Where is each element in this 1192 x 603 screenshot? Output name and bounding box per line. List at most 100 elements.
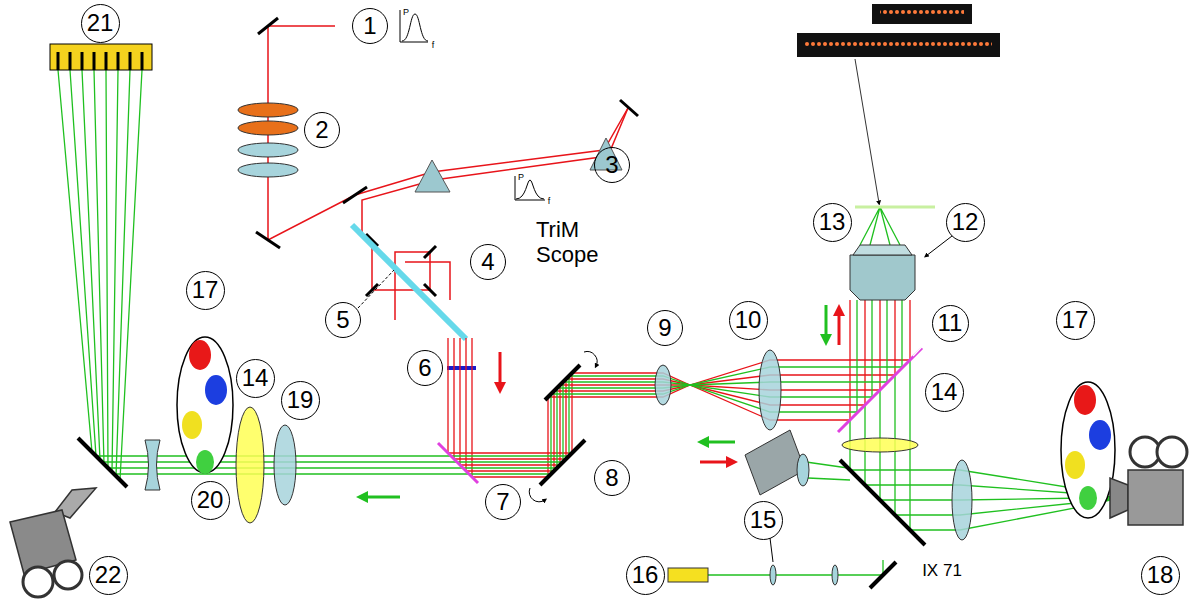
beam (114, 300, 857, 474)
leader-line (913, 336, 932, 356)
lens (238, 143, 298, 157)
mirror (424, 284, 436, 296)
axis-label: P (518, 173, 524, 182)
callout-number: 15 (744, 501, 783, 540)
filter-wheel (1061, 382, 1115, 518)
lens (759, 350, 781, 430)
callout-number: 6 (407, 350, 443, 386)
panel-box: 3 (376, 92, 647, 208)
callout-number: 1 (352, 8, 388, 44)
callout-circle: 13 (813, 203, 852, 242)
pulse-curve (516, 180, 544, 199)
rotation-arrow (529, 488, 545, 502)
mirrors (256, 18, 638, 296)
callout-number: 17 (1056, 301, 1095, 340)
axis-label: P (403, 8, 409, 17)
callout-number: 5 (325, 302, 361, 338)
filter-yellow (1065, 451, 1085, 479)
lens (952, 460, 972, 540)
filter-blue (205, 375, 227, 405)
filter (842, 438, 918, 452)
green-bundle (58, 70, 1110, 575)
callout-circle: 14 (925, 373, 964, 412)
wheel (1061, 382, 1115, 518)
pulse-curve (402, 14, 428, 41)
concave-lens (145, 440, 160, 490)
panel-title: TriM Scope (536, 217, 608, 268)
leader-line (926, 236, 952, 256)
laser-beam (268, 26, 628, 320)
callout-number: 14 (925, 373, 964, 412)
filter-wheel (177, 337, 233, 474)
detector-array (50, 44, 152, 70)
lenses-2 (238, 103, 298, 177)
panel-box: 8 (523, 347, 647, 511)
lens (274, 425, 296, 505)
callout-number: 13 (813, 203, 852, 242)
arrow (362, 496, 400, 499)
lens (655, 365, 671, 405)
mirror (366, 284, 378, 296)
lens (238, 121, 298, 135)
callout-circle: 21 (81, 4, 120, 43)
filter-green (196, 450, 214, 474)
image-dots (805, 41, 992, 49)
objective-tip (853, 245, 912, 255)
beam-splitter (352, 225, 466, 339)
callout-circle: 10 (729, 301, 768, 340)
callout-circle: 17 (1056, 301, 1095, 340)
camera-reel (23, 567, 53, 597)
prisms (415, 138, 622, 192)
callout-circle: 16 (626, 556, 665, 595)
callout-number: 20 (191, 481, 230, 520)
prism (415, 160, 450, 192)
callout-circle: 11 (932, 305, 969, 342)
callout-number: 21 (81, 4, 120, 43)
beam (355, 108, 628, 195)
panel-outline (231, 74, 655, 525)
objective-body (850, 255, 915, 300)
detector-pixels (58, 52, 142, 70)
scan-mirror (545, 365, 580, 400)
mirror (870, 562, 896, 588)
lens (770, 565, 776, 585)
leader-line (770, 538, 773, 562)
filter-red (1074, 385, 1096, 415)
panel-outline (523, 347, 647, 511)
callout-circle: 7 (485, 484, 521, 520)
lamp (668, 568, 708, 582)
camera (1110, 437, 1187, 525)
arrow (838, 310, 841, 345)
callout-number: 8 (594, 460, 630, 496)
callout-number: 11 (932, 305, 969, 342)
callout-circle: 2 (304, 112, 340, 148)
pointer-line (855, 59, 879, 203)
callout-number: 10 (729, 301, 768, 340)
axis-label: f (432, 41, 435, 50)
image-dots (880, 10, 964, 18)
mirror (343, 187, 367, 203)
panel-box: 54 (311, 214, 525, 345)
eyepiece (745, 430, 809, 495)
beam (362, 108, 628, 232)
eyepiece-body (745, 430, 805, 495)
mirror (620, 100, 638, 116)
focus-cone (860, 207, 900, 245)
callout-circle: 5 (325, 302, 361, 338)
filter-green (1079, 486, 1097, 510)
panel-outline (376, 92, 647, 208)
leader-line (358, 270, 394, 308)
arrow (703, 441, 735, 444)
camera (10, 488, 96, 597)
rotation-arrow (584, 352, 597, 366)
callout-number: 3 (594, 147, 630, 183)
callout-number: 4 (470, 244, 506, 280)
arrow (825, 305, 828, 340)
sample-images (797, 4, 1000, 203)
detector (50, 44, 152, 70)
camera-body (1128, 470, 1183, 525)
callout-circle: 15 (744, 501, 783, 540)
panel-box: 1 (335, 2, 440, 50)
